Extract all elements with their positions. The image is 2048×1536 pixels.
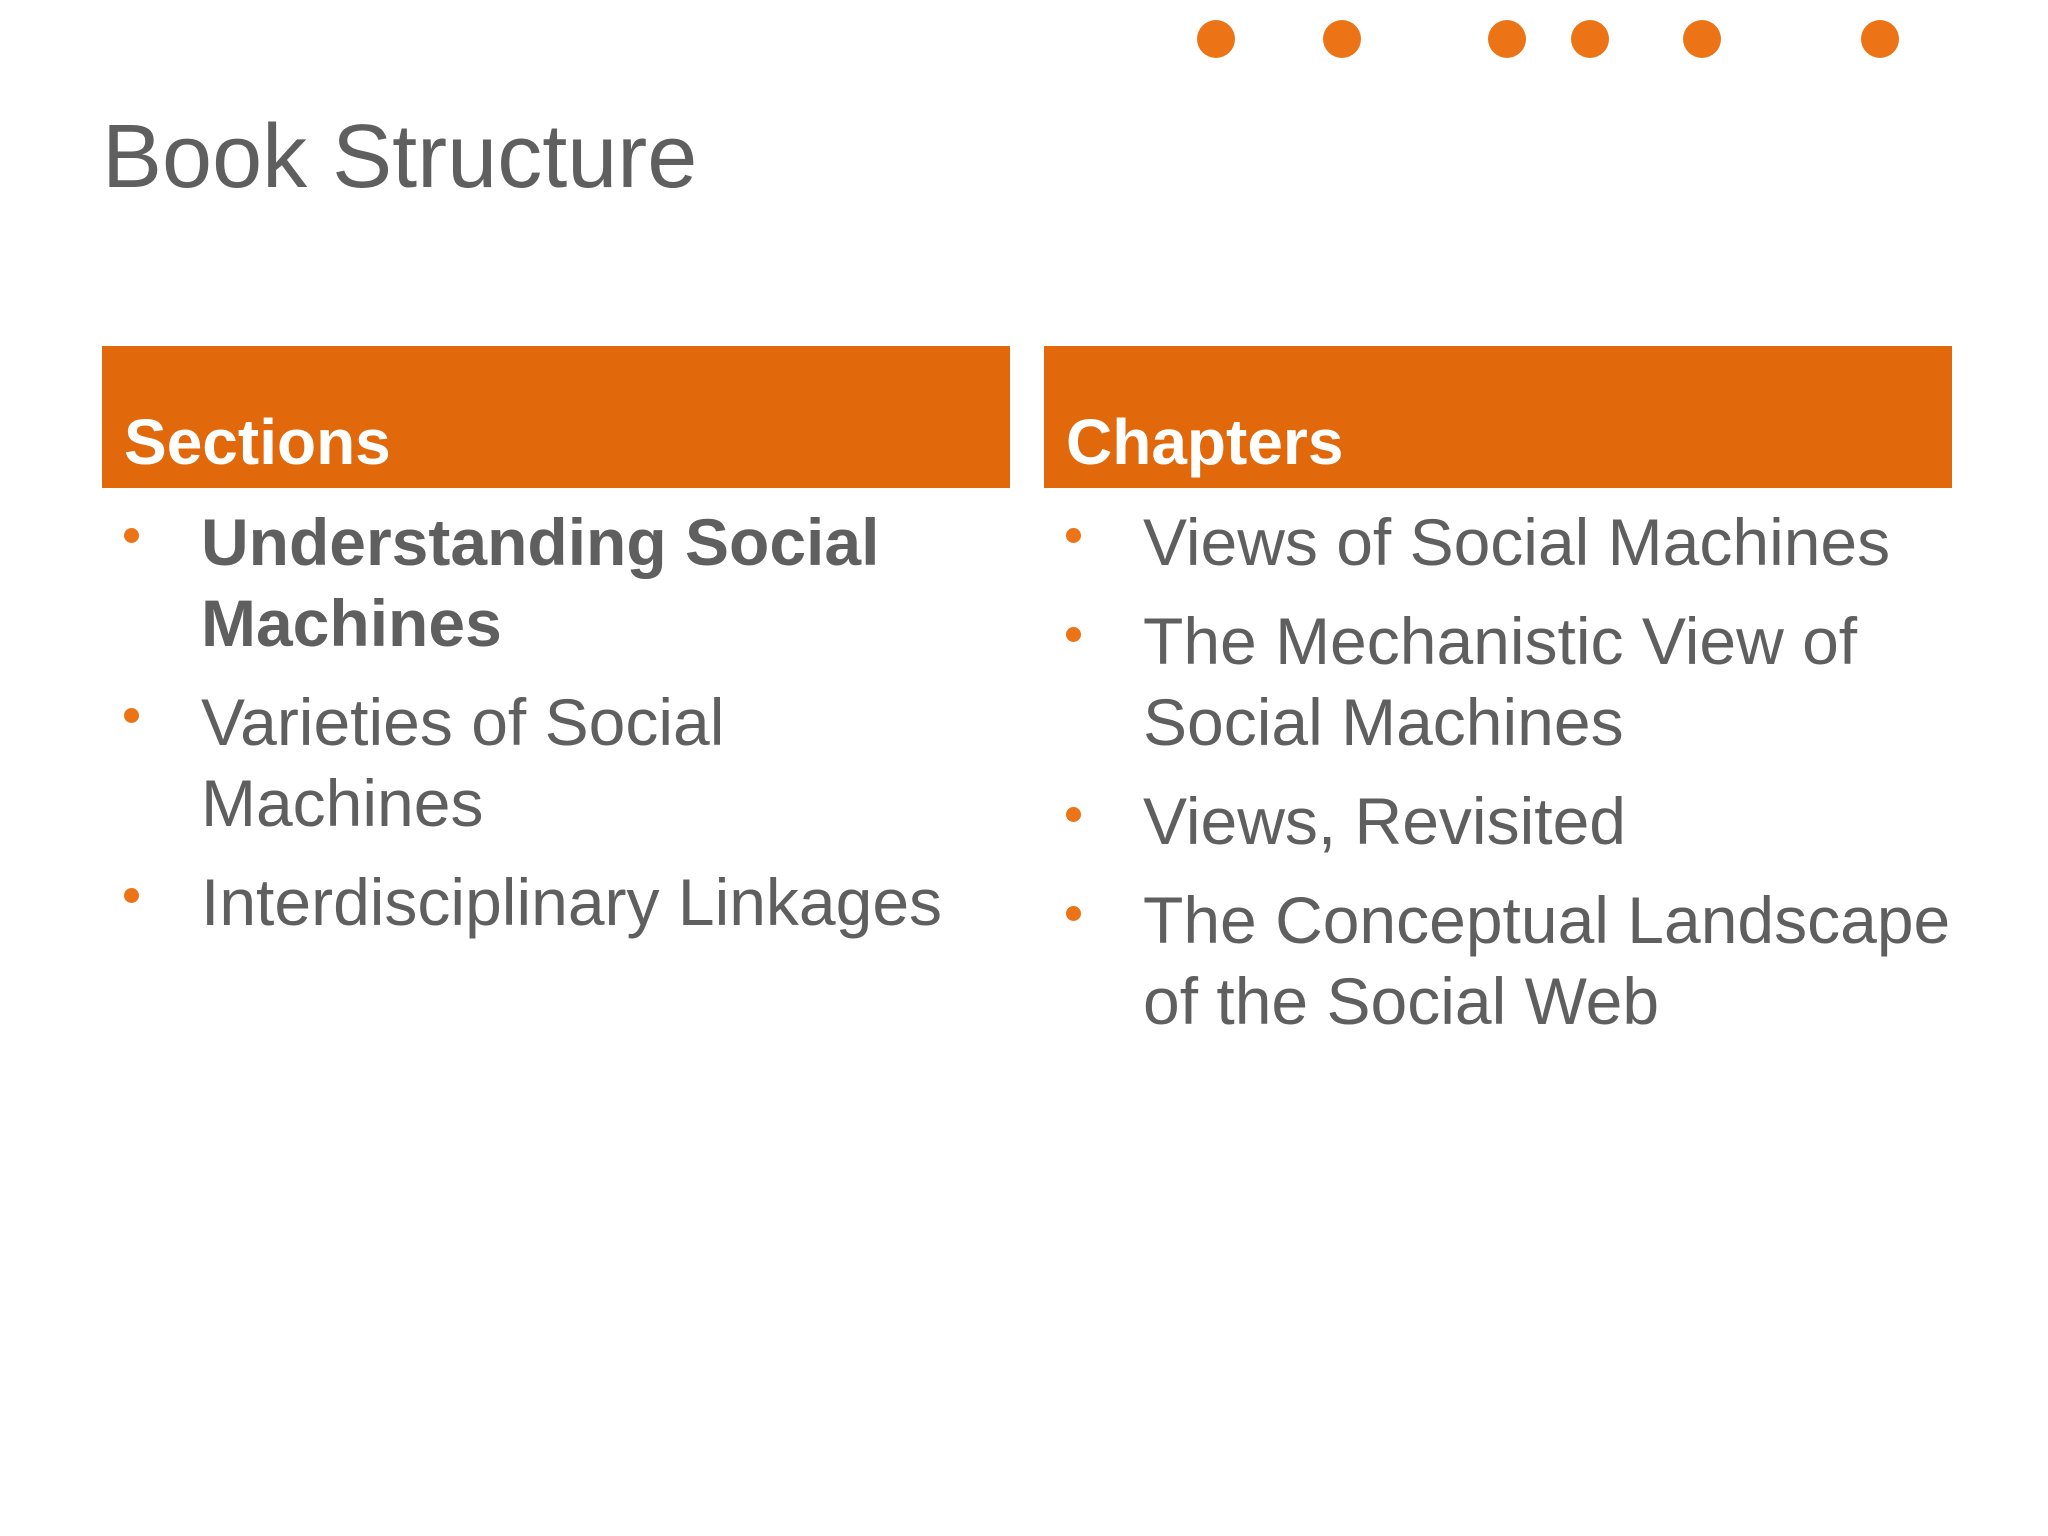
chapters-list: Views of Social Machines The Mechanistic… [1044,502,1952,1042]
sections-column: Sections Understanding Social Machines V… [102,346,1010,961]
list-item: Varieties of Social Machines [102,682,1010,844]
chapters-header-label: Chapters [1066,406,1344,478]
list-item: Views of Social Machines [1044,502,1952,583]
chapters-header: Chapters [1044,346,1952,488]
slide-title: Book Structure [102,107,698,207]
sections-header-label: Sections [124,406,391,478]
bullet-icon [1066,906,1081,921]
dot-icon [1683,20,1721,58]
list-item: The Mechanistic View of Social Machines [1044,601,1952,763]
chapter-item-label: The Conceptual Landscape of the Social W… [1143,883,1951,1038]
chapters-column: Chapters Views of Social Machines The Me… [1044,346,1952,1060]
decorative-dots [0,0,2048,80]
list-item: The Conceptual Landscape of the Social W… [1044,880,1952,1042]
section-item-label: Understanding Social Machines [201,505,880,660]
bullet-icon [1066,807,1081,822]
list-item: Understanding Social Machines [102,502,1010,664]
bullet-icon [124,528,139,543]
section-item-label: Interdisciplinary Linkages [201,865,943,939]
chapter-item-label: Views, Revisited [1143,784,1626,858]
dot-icon [1861,20,1899,58]
list-item: Interdisciplinary Linkages [102,862,1010,943]
sections-list: Understanding Social Machines Varieties … [102,502,1010,943]
chapter-item-label: The Mechanistic View of Social Machines [1143,604,1858,759]
dot-icon [1571,20,1609,58]
dot-icon [1323,20,1361,58]
chapter-item-label: Views of Social Machines [1143,505,1891,579]
bullet-icon [1066,627,1081,642]
bullet-icon [124,708,139,723]
bullet-icon [124,888,139,903]
bullet-icon [1066,528,1081,543]
dot-icon [1197,20,1235,58]
sections-header: Sections [102,346,1010,488]
list-item: Views, Revisited [1044,781,1952,862]
section-item-label: Varieties of Social Machines [201,685,725,840]
dot-icon [1488,20,1526,58]
